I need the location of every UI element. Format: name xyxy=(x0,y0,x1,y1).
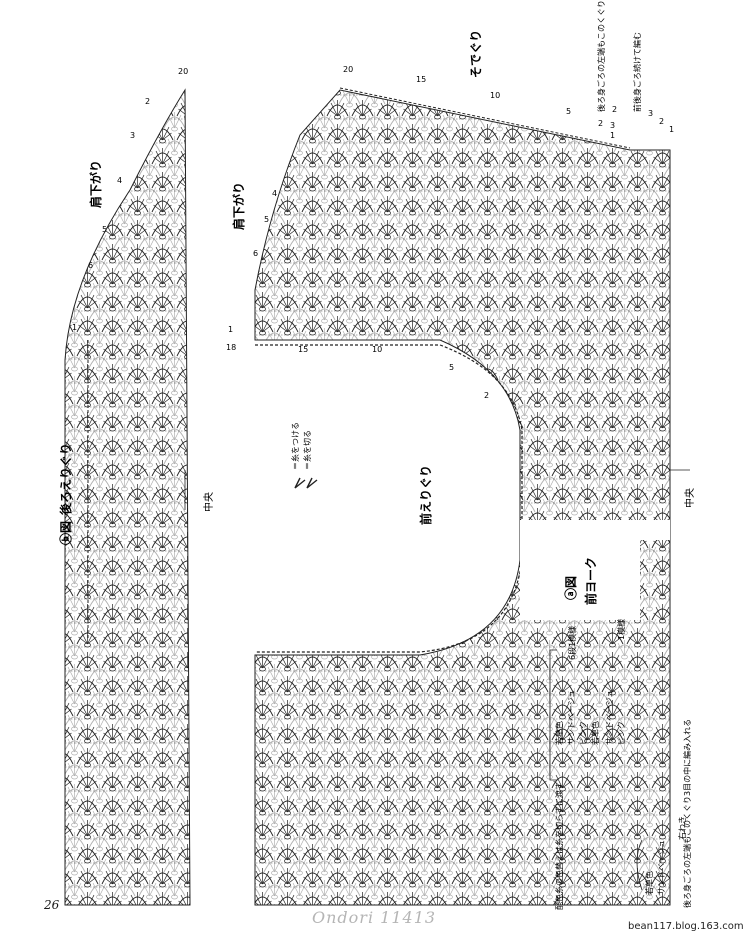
front-row-number: 20 xyxy=(343,65,353,74)
color-key-row: サンドベージュ xyxy=(567,690,576,745)
color-key-row: サンドベージュ xyxy=(605,690,614,745)
color-key-row: 若草色 xyxy=(554,721,564,745)
back-row-numbers: 1 2 3 4 5 6 20 xyxy=(72,67,188,332)
front-row-number: 3 xyxy=(648,109,653,118)
front-row-number: 1 xyxy=(228,325,233,334)
back-row-number: 3 xyxy=(130,131,135,140)
note-bottom: 後ろ身ごろの左端もこのくぐり3目の中に編み入れる xyxy=(682,719,692,908)
color-key-pattern-note: 1模様 xyxy=(616,619,626,640)
front-row-number: 1 xyxy=(669,125,674,134)
front-neckline-label: 前えりぐり xyxy=(418,465,433,525)
front-row-number: 6 xyxy=(253,249,258,258)
front-yoke-labels: ⓐ図 前ヨーク 前えりぐり 肩下がり そでぐり 中央 xyxy=(231,30,696,605)
color-key-bracket xyxy=(549,649,557,781)
back-row-number: 2 xyxy=(145,97,150,106)
color-key-panel xyxy=(520,520,640,620)
side-key: 若草色 サンドベージュ 右わき xyxy=(636,816,687,895)
front-row-number: 1 xyxy=(610,131,615,140)
cut-yarn-text: ＝糸を切る xyxy=(302,430,312,470)
front-row-number: 2 xyxy=(598,119,603,128)
color-key-row: ピンク xyxy=(617,721,626,745)
front-row-number: 15 xyxy=(416,75,426,84)
back-row-number: 6 xyxy=(88,261,93,270)
side-key-bracket xyxy=(636,839,643,891)
attach-yarn-icon xyxy=(294,477,306,489)
front-neckline-edge xyxy=(255,344,523,653)
cut-yarn-icon xyxy=(306,477,318,489)
front-yoke-chart xyxy=(254,87,690,906)
color-key-repeat-note: 6段1模様 xyxy=(567,626,577,660)
color-key-left-note: 配色糸の色替えは糸を切らずに渡す xyxy=(554,782,564,910)
attach-yarn-text: ＝糸をつける xyxy=(290,422,300,470)
color-key-row: 若草色 xyxy=(590,721,600,745)
front-row-number: 3 xyxy=(610,121,615,130)
note-right-top: 後ろ身ごろの左端もこのくぐり3目の中に編み入れる xyxy=(596,0,606,112)
front-row-number: 2 xyxy=(484,391,489,400)
color-key-row: ピンク xyxy=(579,721,588,745)
front-row-number: 2 xyxy=(612,105,617,114)
side-key-item: サンドベージュ xyxy=(657,840,666,895)
front-row-numbers: 1 18 15 10 5 2 4 5 6 20 15 10 5 2 1 3 2 … xyxy=(226,65,674,400)
front-row-number: 4 xyxy=(272,189,277,198)
front-shoulder-label: 肩下がり xyxy=(231,182,246,230)
yarn-legend: ＝糸をつける ＝糸を切る xyxy=(290,422,318,489)
back-row-number: 1 xyxy=(72,323,77,332)
note-right-top-b: 前後身ごろ続けて編む xyxy=(632,32,642,112)
front-row-number: 15 xyxy=(298,345,308,354)
armhole-label: そでぐり xyxy=(469,30,483,78)
front-row-number: 10 xyxy=(372,345,382,354)
back-neckline-title: 後ろえりぐり xyxy=(58,443,73,515)
front-figure-label: ⓐ図 xyxy=(563,576,578,600)
side-key-item: 若草色 xyxy=(644,871,654,895)
side-key-side-label: 右わき xyxy=(677,816,687,840)
back-row-number: 4 xyxy=(117,176,122,185)
back-figure-label: ⓑ図 xyxy=(58,521,73,545)
front-row-number: 18 xyxy=(226,343,236,352)
front-row-number: 2 xyxy=(659,117,664,126)
front-row-number: 5 xyxy=(566,107,571,116)
armhole-edge xyxy=(339,87,631,149)
front-row-number: 10 xyxy=(490,91,500,100)
page-number: 26 xyxy=(44,898,60,912)
back-neckline-chart xyxy=(64,88,191,906)
back-row-number: 20 xyxy=(178,67,188,76)
back-shoulder-label: 肩下がり xyxy=(88,160,103,208)
back-neckline-labels: ⓑ図 後ろえりぐり 中央 肩下がり xyxy=(58,160,215,545)
back-center-label: 中央 xyxy=(202,492,215,512)
blog-credit: bean117.blog.163.com xyxy=(628,921,744,932)
watermark: Ondori 11413 xyxy=(312,908,437,927)
back-row-number: 5 xyxy=(102,225,107,234)
front-row-number: 5 xyxy=(449,363,454,372)
color-key: 若草色 サンドベージュ ピンク 若草色 サンドベージュ ピンク 6段1模様 1模… xyxy=(549,619,626,910)
front-row-number: 5 xyxy=(264,215,269,224)
notes: 後ろ身ごろの左端もこのくぐり3目の中に編み入れる 前後身ごろ続けて編む 後ろ身ご… xyxy=(596,0,692,908)
front-center-label: 中央 xyxy=(683,488,696,508)
front-yoke-title: 前ヨーク xyxy=(583,557,598,605)
